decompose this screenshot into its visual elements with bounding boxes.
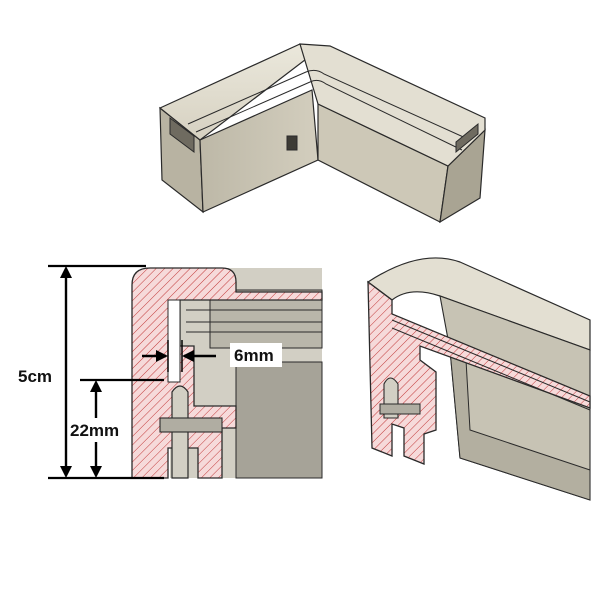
dim-5cm-arrow-bottom (60, 466, 72, 478)
interior-wall (235, 361, 323, 479)
section-iso-top (366, 257, 591, 351)
section-iso-profile (367, 280, 591, 465)
dim-5cm-label-bg (14, 364, 58, 388)
dim-6mm-arrowhead-left (156, 350, 168, 362)
section-iso-channel-1 (391, 319, 591, 403)
dim-6mm-arrowhead-right (182, 350, 194, 362)
slot-gap (167, 299, 181, 383)
groove-line-2 (195, 79, 463, 151)
right-slot (455, 122, 479, 154)
dim-22mm-label: 22mm (70, 421, 119, 440)
tab-cross (159, 417, 223, 433)
dim-22mm-arrow-bottom (90, 466, 102, 478)
cross-section-view: 5cm 22mm 6mm (14, 264, 323, 480)
dim-5cm-arrow-top (60, 266, 72, 278)
dim-6mm-label-bg (230, 343, 282, 367)
section-iso-cross (379, 403, 421, 415)
top-iso-view (158, 43, 486, 224)
section-iso-view (366, 257, 591, 501)
groove-line-1 (187, 69, 471, 141)
dim-5cm-label: 5cm (18, 367, 52, 386)
side-hole (286, 135, 298, 151)
left-slot (169, 117, 195, 153)
dim-22mm-arrow-top (90, 380, 102, 392)
section-iso-channel-2 (391, 327, 591, 411)
dim-22mm-label-bg (68, 418, 126, 442)
dim-6mm-label: 6mm (234, 346, 274, 365)
